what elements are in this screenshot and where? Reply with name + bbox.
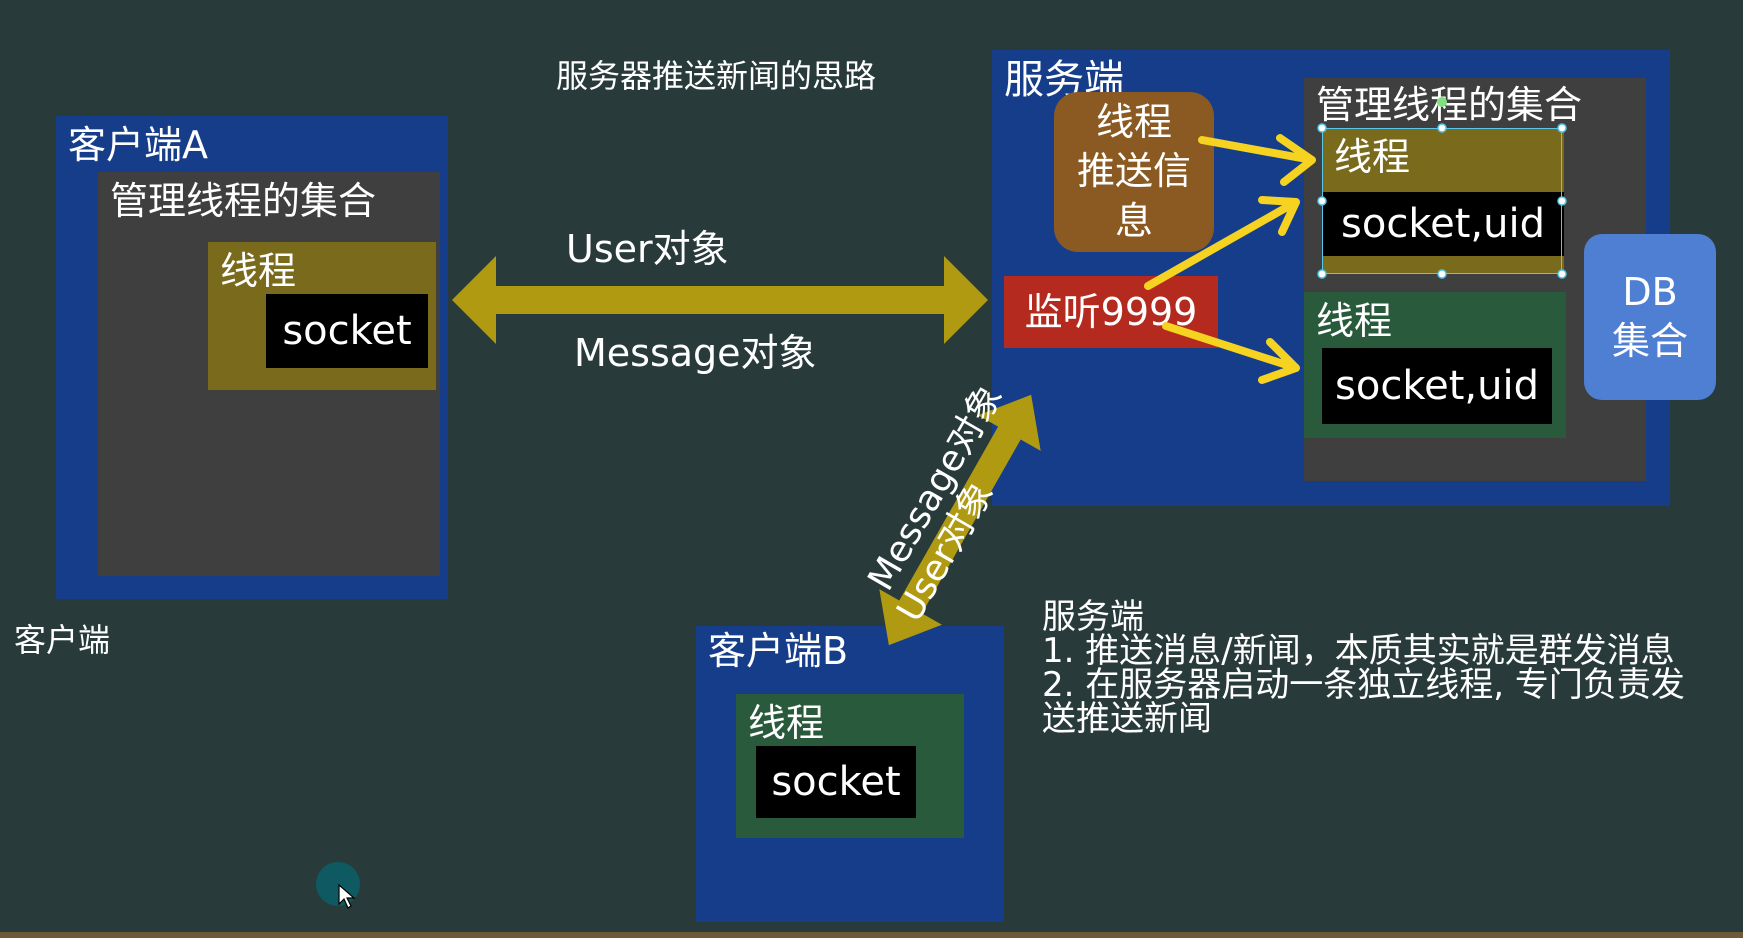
server-collection-label: 管理线程的集合 <box>1316 83 1583 127</box>
mouse-cursor-icon <box>338 884 356 909</box>
listen-label: 监听9999 <box>1024 290 1198 334</box>
server-thread-1-socket-label: socket,uid <box>1341 201 1545 247</box>
client-a-label: 客户端A <box>68 123 208 167</box>
server-notes: 服务端 1. 推送消息/新闻，本质其实就是群发消息 2. 在服务器启动一条独立线… <box>1042 600 1685 736</box>
client-a-socket: socket <box>266 294 428 368</box>
push-thread-box: 线程 推送信 息 <box>1054 92 1214 252</box>
notes-line-3: 送推送新闻 <box>1042 699 1212 739</box>
notes-line-2: 2. 在服务器启动一条独立线程, 专门负责发 <box>1042 665 1685 705</box>
server-thread-2-socket-label: socket,uid <box>1335 363 1539 409</box>
client-b-socket-label: socket <box>771 759 901 805</box>
client-a-thread-label: 线程 <box>220 249 297 293</box>
bottom-edge <box>0 932 1743 938</box>
client-a-collection-label: 管理线程的集合 <box>110 179 377 223</box>
link-ab-top-label: User对象 <box>566 227 729 271</box>
server-thread-2-label: 线程 <box>1316 299 1393 343</box>
client-b-thread-label: 线程 <box>748 701 825 745</box>
server-thread-1-label: 线程 <box>1334 135 1411 179</box>
client-caption: 客户端 <box>14 621 111 659</box>
client-b-socket: socket <box>756 746 916 818</box>
push-thread-label: 线程 推送信 息 <box>1076 99 1191 243</box>
client-a-socket-label: socket <box>282 308 412 354</box>
server-thread-1-socket: socket,uid <box>1322 192 1564 256</box>
notes-line-1: 1. 推送消息/新闻，本质其实就是群发消息 <box>1042 631 1675 671</box>
cursor-highlight <box>316 862 360 906</box>
client-b-label: 客户端B <box>708 629 849 673</box>
db-label: DB 集合 <box>1611 269 1688 363</box>
selection-frame[interactable] <box>1322 128 1562 274</box>
listen-box: 监听9999 <box>1004 276 1218 348</box>
link-ab-bottom-label: Message对象 <box>574 331 817 375</box>
db-box: DB 集合 <box>1584 234 1716 400</box>
diagram-title: 服务器推送新闻的思路 <box>556 57 877 95</box>
notes-heading: 服务端 <box>1042 597 1144 637</box>
server-thread-2-socket: socket,uid <box>1322 348 1552 424</box>
